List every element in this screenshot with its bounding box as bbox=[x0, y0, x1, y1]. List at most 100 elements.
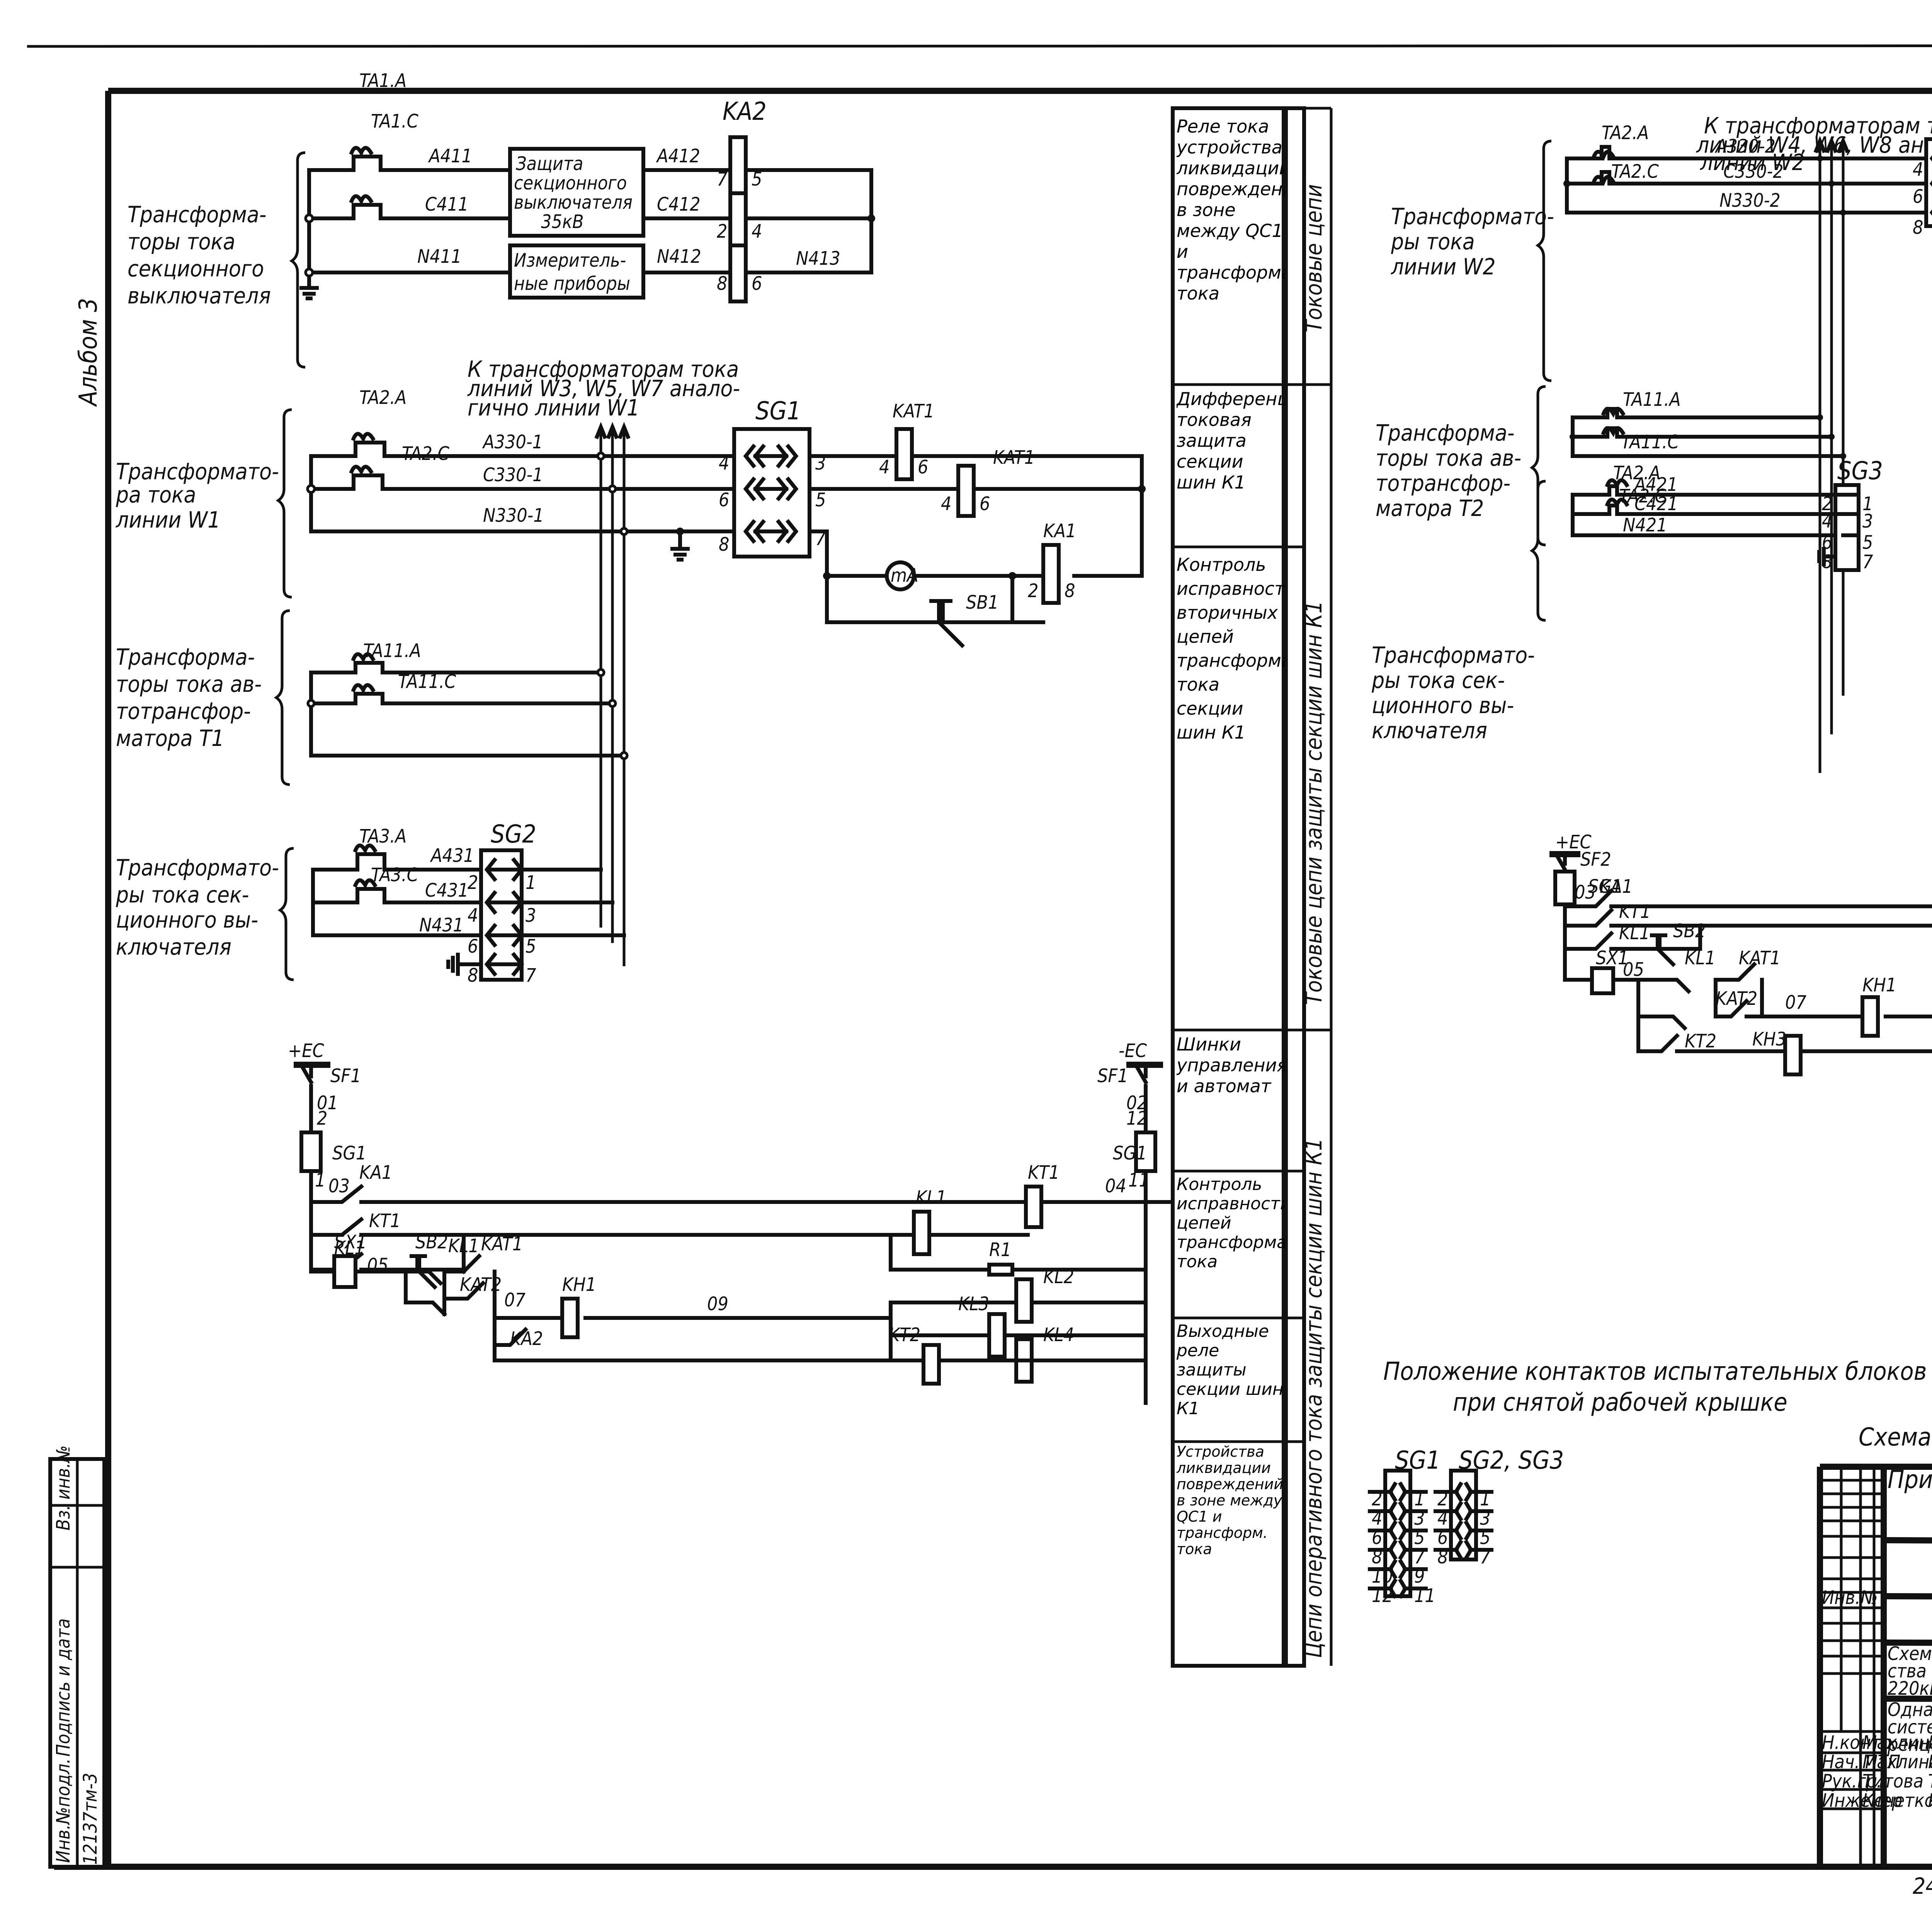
wire-label: A412 bbox=[656, 145, 700, 167]
note-line: линий W4, W6, W8 аналогично bbox=[1696, 132, 1932, 158]
pin: 6 bbox=[1913, 186, 1923, 208]
meter-label: mA bbox=[891, 565, 918, 586]
inv-label: Инв.№ bbox=[1822, 1587, 1878, 1609]
box-text: 35кВ bbox=[541, 211, 584, 233]
pin: 4 bbox=[879, 456, 889, 478]
ground-icon bbox=[446, 953, 483, 976]
pin: 1 bbox=[1862, 493, 1873, 515]
wire-label: N330-1 bbox=[483, 505, 544, 526]
contact-icon bbox=[1454, 1481, 1463, 1502]
block-label: SG1 bbox=[332, 1142, 366, 1164]
pin: 2 bbox=[1372, 1488, 1382, 1510]
test-contact-icon bbox=[743, 519, 799, 544]
note-line: линии W2 bbox=[1700, 149, 1805, 175]
kh1-coil bbox=[1861, 995, 1880, 1038]
staff-signature: Тит bbox=[1928, 1771, 1932, 1792]
wire-label: N431 bbox=[419, 914, 464, 936]
relay-label: KH3 bbox=[1752, 1028, 1786, 1050]
contact-icon bbox=[1388, 1520, 1398, 1541]
pin: 5 bbox=[1862, 532, 1873, 553]
album-label: Альбом 3 bbox=[74, 298, 103, 407]
pin: 6 bbox=[1437, 1527, 1448, 1549]
legend-row: Контроль исправности вторичных цепей тра… bbox=[1177, 554, 1285, 743]
pin: 4 bbox=[1437, 1508, 1448, 1529]
label-line: тотрансфор- bbox=[116, 698, 251, 724]
box-text: секционного bbox=[514, 172, 627, 194]
pin: 8 bbox=[1437, 1546, 1448, 1568]
arrow-up-icon bbox=[1813, 136, 1850, 153]
staff-role: Рук.гр. bbox=[1822, 1771, 1882, 1792]
contact-icon bbox=[1454, 1539, 1463, 1560]
label-line: Трансформато- bbox=[116, 855, 279, 881]
section-sectional-ct-sg3: Трансформато- ры тока сек- ционного вы- … bbox=[1371, 457, 1883, 744]
sg1-test-block bbox=[732, 427, 811, 558]
contact-label: KAT1 bbox=[1739, 947, 1781, 969]
node-label: 12 bbox=[1126, 1108, 1148, 1129]
ct-label: TA3.C bbox=[371, 864, 419, 886]
kat1-relay-2 bbox=[956, 464, 976, 518]
pin: 3 bbox=[1862, 511, 1873, 532]
sx1-switch bbox=[1590, 966, 1615, 995]
staff-signature: Коч bbox=[1928, 1790, 1932, 1811]
protection-box bbox=[508, 147, 645, 238]
label-line: Трансформато- bbox=[116, 458, 279, 485]
kt1-coil bbox=[1024, 1185, 1043, 1229]
label-line: Трансформа- bbox=[116, 644, 255, 670]
stamp-sign-label: Подпись и дата bbox=[53, 1618, 74, 1757]
ct-label: TA11.A bbox=[1623, 389, 1681, 410]
pin: 4 bbox=[468, 905, 478, 926]
stamp-vz-label: Вз. инв.№ bbox=[53, 1445, 74, 1531]
ct-coil-icon bbox=[349, 194, 374, 206]
legend-row: Дифференциальная токовая защита секции ш… bbox=[1177, 388, 1285, 493]
pin: 8 bbox=[719, 534, 729, 555]
node-label: 01 bbox=[317, 1092, 338, 1114]
node-label: 02 bbox=[1126, 1092, 1148, 1114]
node-label: 09 bbox=[707, 1293, 728, 1315]
box-text: Измеритель- bbox=[514, 250, 626, 271]
note-line: линий W3, W5, W7 анало- bbox=[467, 375, 740, 402]
wire-label: A421 bbox=[1633, 474, 1678, 495]
wire-label: A431 bbox=[430, 845, 474, 867]
project-title: ства защиты шин 35-220кВ и УРОВ 110-220к… bbox=[1888, 1660, 1932, 1682]
pin: 7 bbox=[717, 169, 728, 190]
pin: 7 bbox=[1862, 551, 1873, 573]
sg1-block-left bbox=[299, 1130, 323, 1173]
pin: 8 bbox=[1822, 551, 1832, 573]
pin: 1 bbox=[526, 872, 536, 894]
kl1-coil bbox=[912, 1210, 931, 1256]
relay-label: KT1 bbox=[1028, 1162, 1060, 1183]
relay-label: KL3 bbox=[958, 1293, 989, 1315]
section-line-w2: К трансформаторам тока линий W4, W6, W8 … bbox=[1391, 112, 1932, 773]
wire-label: C330-2 bbox=[1723, 161, 1784, 182]
pin: 5 bbox=[1414, 1527, 1425, 1549]
note-line: К трансформаторам тока bbox=[468, 356, 739, 382]
ct-label: TA2.C bbox=[402, 443, 450, 465]
label-line: ры тока сек- bbox=[116, 882, 249, 908]
test-contact-icon bbox=[743, 443, 799, 469]
contact-label: KAT2 bbox=[460, 1274, 502, 1296]
pin: 4 bbox=[1372, 1508, 1382, 1529]
pin: 6 bbox=[1822, 532, 1832, 553]
relay-label: KL2 bbox=[1043, 1266, 1074, 1288]
block-label: SG1 bbox=[1588, 876, 1622, 897]
contact-label: KL1 bbox=[448, 1235, 479, 1257]
ct-label: TA3.A bbox=[359, 826, 406, 847]
wire-label: C411 bbox=[425, 194, 469, 215]
label-line: Трансформато- bbox=[1391, 203, 1554, 230]
pin: 8 bbox=[1372, 1546, 1382, 1568]
pin: 6 bbox=[918, 456, 928, 478]
contact-icon bbox=[1388, 1481, 1398, 1502]
milliammeter-icon bbox=[885, 560, 916, 591]
pin: 12 bbox=[1372, 1585, 1393, 1607]
pin: 7 bbox=[526, 965, 536, 986]
node-label: 05 bbox=[1623, 959, 1644, 981]
contact-label: KT1 bbox=[1619, 901, 1651, 923]
label-line: матора T2 bbox=[1376, 495, 1484, 521]
control-circuit-k2: +EC -EC SF2 SF2 SG1 SG1 03 KA1 04 KT1 KT… bbox=[1549, 831, 1932, 1076]
block-label: SG1 bbox=[1113, 1142, 1147, 1164]
staff-role: Нач. ПТП bbox=[1822, 1751, 1900, 1773]
contact-icon bbox=[1388, 1578, 1398, 1599]
pin: 7 bbox=[1414, 1546, 1425, 1568]
node-label: 2 bbox=[317, 1108, 327, 1129]
